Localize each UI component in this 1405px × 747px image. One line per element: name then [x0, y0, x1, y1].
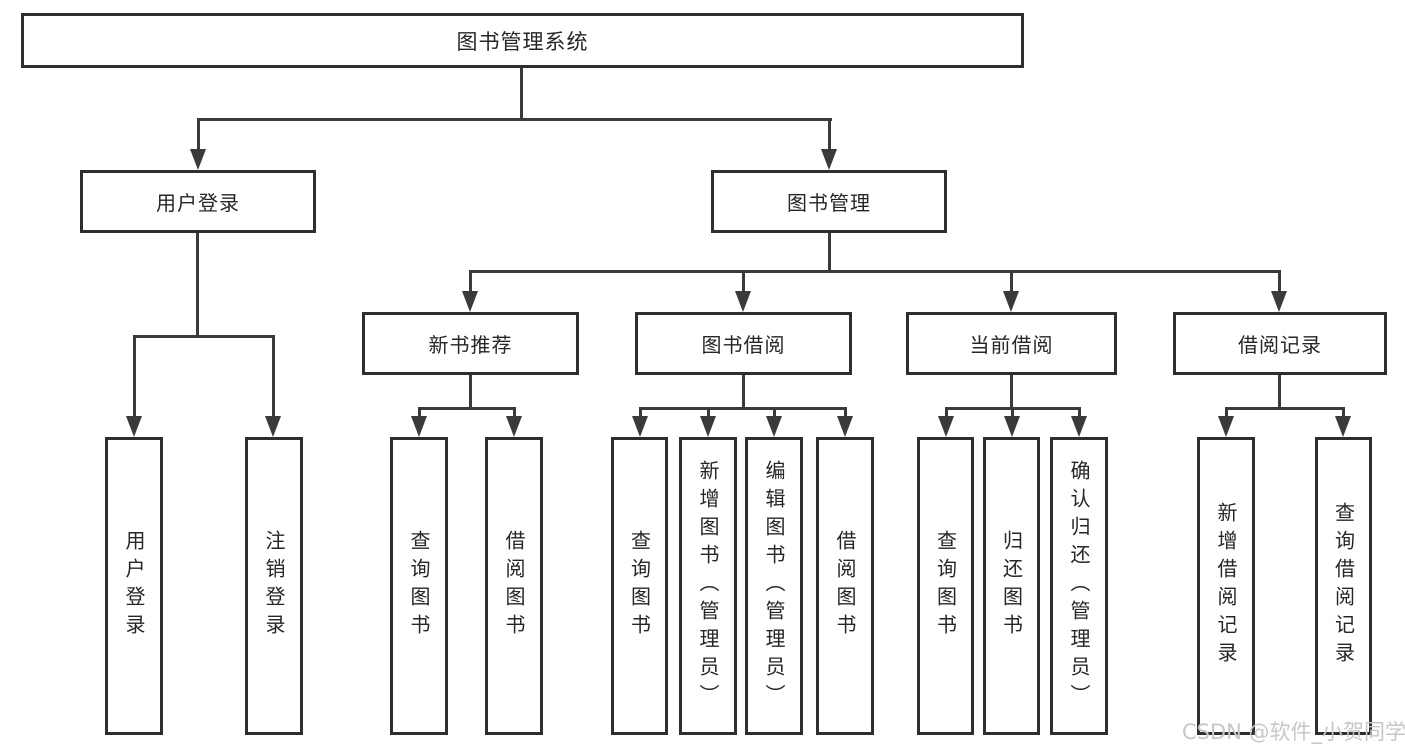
node-user-login: 用户登录	[80, 170, 316, 233]
node-label: 归还图书	[999, 530, 1024, 642]
node-book-management: 图书管理	[711, 170, 947, 233]
connector-line	[1225, 407, 1228, 419]
connector-line	[707, 407, 710, 419]
connector-line	[418, 407, 516, 410]
arrowhead-icon	[1004, 416, 1020, 437]
connector-line	[742, 270, 745, 294]
node-label: 当前借阅	[969, 333, 1054, 357]
node-label: 新书推荐	[428, 333, 513, 357]
connector-line	[197, 118, 832, 121]
node-label: 用户登录	[156, 191, 240, 215]
node-label: 新增图书（管理员）	[696, 460, 720, 712]
connector-line	[844, 407, 847, 419]
arrowhead-icon	[462, 291, 478, 312]
connector-line	[513, 407, 516, 419]
leaf-query-books-borrowing: 查询图书	[611, 437, 668, 735]
leaf-confirm-return-admin: 确认归还（管理员）	[1050, 437, 1108, 735]
connector-line	[773, 407, 776, 419]
node-label: 图书管理	[787, 191, 871, 215]
arrowhead-icon	[700, 416, 716, 437]
connector-line	[272, 335, 275, 420]
node-label: 查询图书	[933, 530, 958, 642]
node-label: 查询图书	[407, 530, 431, 642]
arrowhead-icon	[190, 149, 206, 170]
leaf-query-borrow-record: 查询借阅记录	[1315, 437, 1372, 735]
arrowhead-icon	[1271, 291, 1287, 312]
connector-line	[1010, 270, 1013, 294]
leaf-add-borrow-record: 新增借阅记录	[1197, 437, 1255, 735]
arrowhead-icon	[506, 416, 522, 437]
connector-line	[418, 407, 421, 419]
connector-line	[1278, 375, 1281, 409]
connector-line	[1010, 375, 1013, 409]
connector-line	[1078, 407, 1081, 419]
arrowhead-icon	[735, 291, 751, 312]
arrowhead-icon	[766, 416, 782, 437]
connector-line	[1278, 270, 1281, 294]
watermark-text: CSDN @软件_小贺同学	[1182, 720, 1405, 744]
leaf-return-books: 归还图书	[983, 437, 1040, 735]
connector-line	[1342, 407, 1345, 419]
arrowhead-icon	[1335, 416, 1351, 437]
connector-line	[1011, 407, 1014, 419]
leaf-borrow-books: 借阅图书	[816, 437, 874, 735]
node-label: 图书借阅	[701, 333, 786, 357]
connector-line	[520, 68, 523, 118]
connector-line	[945, 407, 948, 419]
arrowhead-icon	[632, 416, 648, 437]
leaf-add-books-admin: 新增图书（管理员）	[679, 437, 737, 735]
node-label: 注销登录	[262, 530, 286, 642]
arrowhead-icon	[126, 416, 142, 437]
connector-line	[828, 233, 831, 272]
node-label: 借阅记录	[1238, 333, 1322, 357]
arrowhead-icon	[1071, 416, 1087, 437]
node-current-borrowing: 当前借阅	[906, 312, 1117, 375]
leaf-borrow-books-recommend: 借阅图书	[485, 437, 543, 735]
connector-line	[469, 270, 472, 294]
node-label: 用户登录	[122, 530, 146, 642]
leaf-logout-login: 注销登录	[245, 437, 303, 735]
watermark: CSDN @软件_小贺同学	[1182, 716, 1405, 746]
arrowhead-icon	[938, 416, 954, 437]
arrowhead-icon	[1003, 291, 1019, 312]
node-borrowing-records: 借阅记录	[1173, 312, 1387, 375]
arrowhead-icon	[411, 416, 427, 437]
connector-line	[469, 375, 472, 409]
node-label: 借阅图书	[833, 530, 857, 642]
connector-line	[197, 118, 200, 152]
arrowhead-icon	[837, 416, 853, 437]
leaf-query-books-recommend: 查询图书	[390, 437, 448, 735]
node-label: 查询借阅记录	[1331, 502, 1356, 670]
connector-line	[828, 118, 831, 152]
arrowhead-icon	[1218, 416, 1234, 437]
arrowhead-icon	[821, 149, 837, 170]
leaf-user-login: 用户登录	[105, 437, 163, 735]
node-label: 新增借阅记录	[1214, 502, 1238, 670]
node-label: 确认归还（管理员）	[1067, 460, 1091, 712]
arrowhead-icon	[265, 416, 281, 437]
node-label: 编辑图书（管理员）	[762, 460, 786, 712]
connector-line	[1225, 407, 1345, 410]
node-new-book-recommendation: 新书推荐	[362, 312, 579, 375]
node-book-borrowing: 图书借阅	[635, 312, 852, 375]
connector-line	[639, 407, 642, 419]
leaf-edit-books-admin: 编辑图书（管理员）	[745, 437, 803, 735]
node-library-management-system: 图书管理系统	[21, 13, 1024, 68]
leaf-query-books-current: 查询图书	[917, 437, 974, 735]
connector-line	[639, 407, 847, 410]
node-label: 查询图书	[627, 530, 652, 642]
node-label: 借阅图书	[502, 530, 526, 642]
connector-line	[742, 375, 745, 409]
connector-line	[469, 270, 1281, 273]
node-label: 图书管理系统	[456, 29, 589, 54]
connector-line	[133, 335, 275, 338]
connector-line	[196, 233, 199, 337]
connector-line	[133, 335, 136, 420]
